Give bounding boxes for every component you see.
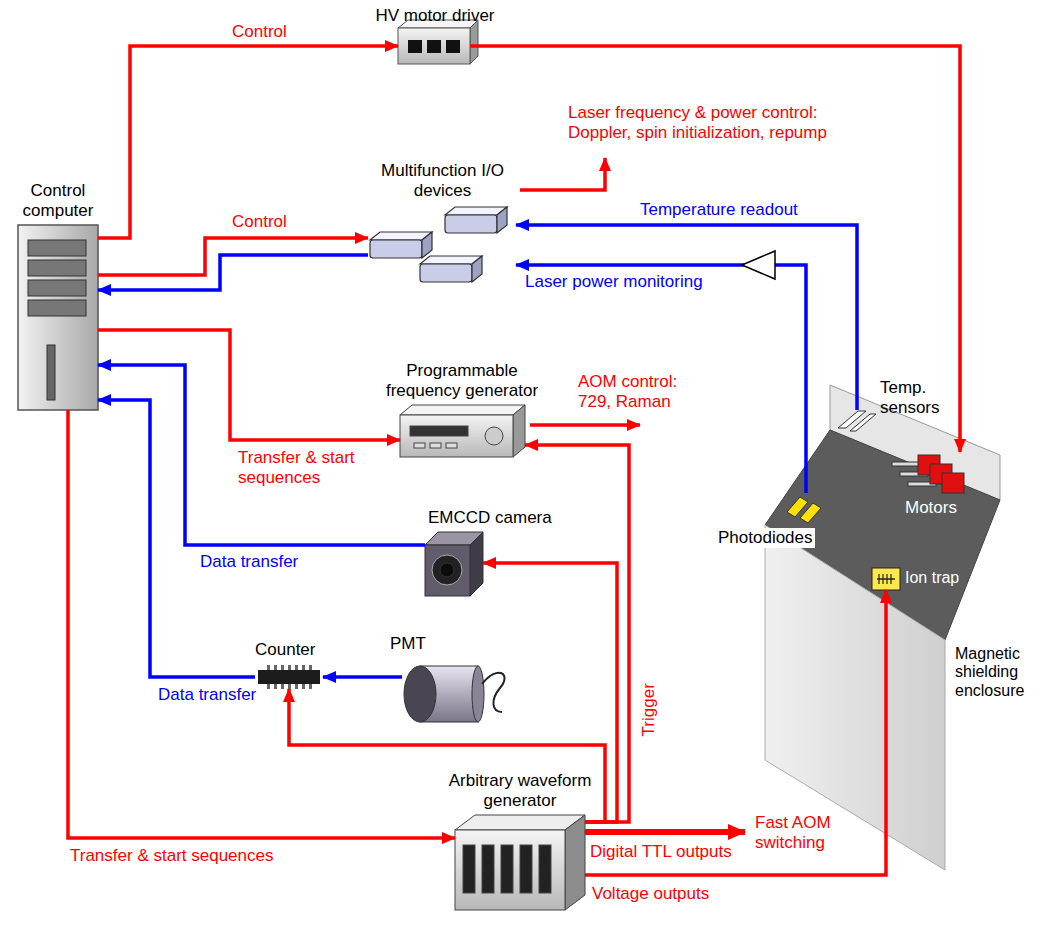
motor-driver: HV motor driver: [398, 28, 470, 64]
signal-connector: [98, 330, 400, 440]
node-label: Counter: [255, 640, 315, 660]
node-label: Multifunction I/O devices: [380, 161, 505, 200]
edge-label: Data transfer: [200, 552, 298, 572]
edge-label: Laser power monitoring: [525, 272, 703, 292]
edge-label: Temperature readout: [640, 200, 798, 220]
signal-connector: [585, 590, 886, 875]
control-computer: Control computer: [18, 225, 98, 410]
node-label: Programmable frequency generator: [382, 361, 542, 400]
frequency-generator: Programmable frequency generator: [400, 405, 525, 457]
pmt: PMT: [402, 658, 502, 730]
edge-label: Transfer & start sequences: [70, 846, 273, 866]
ion-trap-icon: [872, 568, 900, 590]
shielding-enclosure: [765, 385, 1000, 870]
signal-label: Digital TTL outputs: [590, 842, 732, 862]
node-label: HV motor driver: [360, 6, 510, 26]
camera-icon: [425, 532, 483, 596]
edge-label: Voltage outputs: [592, 884, 709, 904]
node-label: Photodiodes: [716, 528, 815, 548]
node-label: PMT: [390, 634, 426, 654]
control-arrow: [585, 829, 745, 835]
edge-label: Control: [232, 212, 287, 232]
node-label: Ion trap: [905, 569, 959, 587]
frequency-generator-icon: [400, 405, 525, 457]
motor-driver-icon: [398, 20, 478, 64]
edge-label: Transfer & start sequences: [238, 448, 363, 487]
node-label: Motors: [905, 498, 957, 518]
waveform-generator: Arbitrary waveform generator: [455, 815, 585, 910]
node-label: Arbitrary waveform generator: [440, 771, 600, 810]
signal-label: Fast AOM switching: [755, 813, 845, 852]
emccd-camera: EMCCD camera: [425, 532, 483, 596]
amplifier-symbol: [742, 251, 775, 279]
signal-label: Laser frequency & power control: Doppler…: [568, 103, 868, 142]
shielding-enclosure: Magnetic shielding enclosure Temp. sensor…: [755, 380, 1045, 880]
motors: Motors: [890, 452, 970, 494]
signal-label: AOM control: 729, Raman: [578, 372, 688, 411]
signal-connector: [323, 675, 402, 679]
edge-label: Data transfer: [158, 685, 256, 705]
ion-trap: Ion trap: [872, 568, 900, 590]
counter: Counter: [255, 665, 323, 689]
signal-connector: [98, 255, 368, 290]
computer-icon: [18, 225, 98, 410]
signal-connector: [516, 265, 806, 493]
photodiode-icon: [787, 497, 821, 523]
signal-connector: [68, 410, 455, 838]
signal-connector: [98, 46, 398, 238]
motor-icon: [892, 455, 964, 493]
io-device-icon: [370, 207, 507, 282]
node-label: Temp. sensors: [880, 378, 946, 417]
photodiodes: Photodiodes: [785, 493, 827, 523]
edge-label: Control: [232, 22, 287, 42]
io-devices: Multifunction I/O devices: [368, 205, 516, 283]
signal-connector: [470, 46, 960, 452]
control-arrow: [520, 158, 605, 190]
temperature-sensor-icon: [838, 411, 876, 431]
node-label: Control computer: [10, 181, 106, 220]
pmt-icon: [404, 666, 505, 722]
temperature-sensors: Temp. sensors: [838, 410, 876, 432]
control-arrow: [530, 423, 640, 427]
signal-connector: [525, 445, 629, 822]
counter-chip-icon: [258, 665, 320, 689]
edge-label: Trigger: [639, 683, 659, 736]
signal-connector: [289, 689, 605, 822]
awg-icon: [455, 815, 585, 910]
signal-connector: [98, 400, 255, 677]
node-label: EMCCD camera: [428, 508, 552, 528]
node-label: Magnetic shielding enclosure: [955, 645, 1039, 700]
signal-connector: [98, 365, 425, 545]
